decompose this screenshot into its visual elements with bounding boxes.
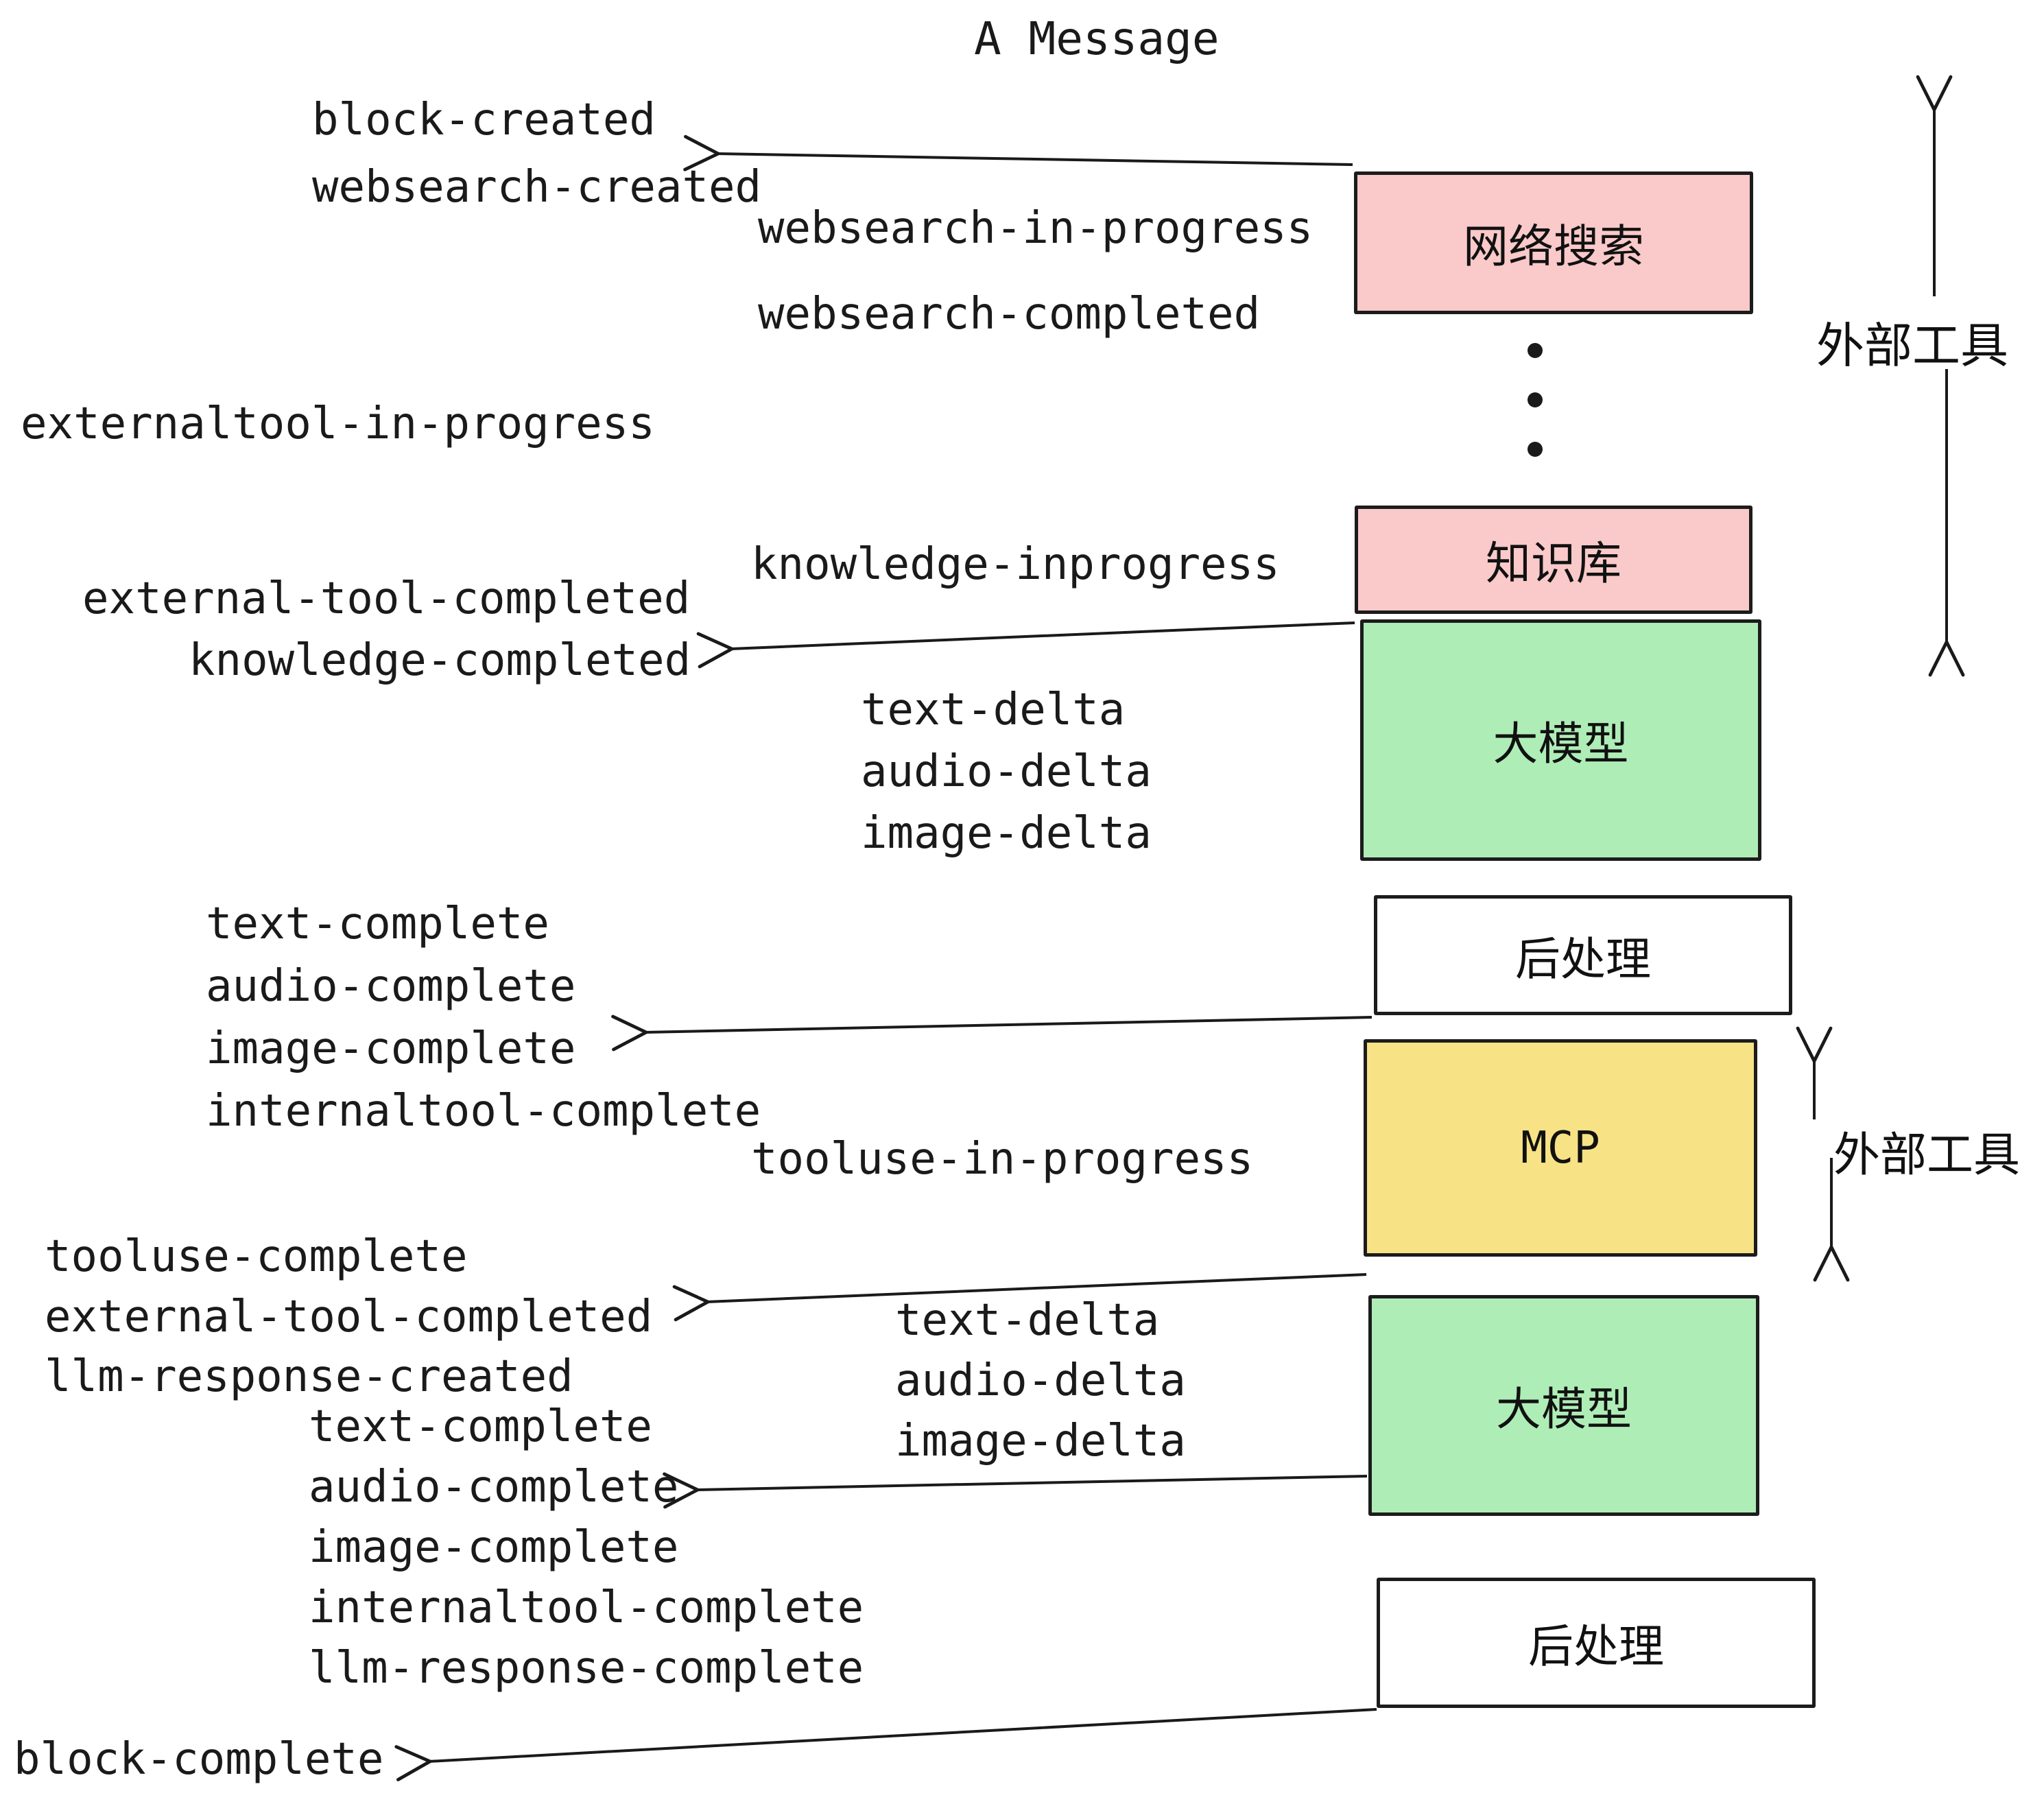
event-label-audio-delta-2: audio-delta (895, 1355, 1186, 1406)
event-label-text-complete-1: text-complete (206, 899, 549, 949)
event-label-audio-complete-2: audio-complete (309, 1462, 679, 1512)
event-label-llm-response-created: llm-response-created (45, 1351, 573, 1402)
box-postprocess-1: 后处理 (1374, 895, 1792, 1015)
event-label-audio-complete-1: audio-complete (206, 961, 576, 1012)
event-label-text-complete-2: text-complete (309, 1401, 652, 1452)
event-label-knowledge-completed: knowledge-completed (189, 635, 691, 686)
box-knowledge: 知识库 (1355, 506, 1752, 614)
event-label-externaltool-in-progress: externaltool-in-progress (21, 399, 655, 449)
event-label-external-tool-completed-1: external-tool-completed (82, 573, 691, 624)
event-label-external-tool-completed-2: external-tool-completed (45, 1292, 653, 1342)
event-label-block-complete: block-complete (14, 1734, 384, 1785)
event-label-audio-delta-1: audio-delta (861, 746, 1152, 797)
box-llm-1-label: 大模型 (1493, 717, 1629, 770)
box-llm-2-label: 大模型 (1496, 1383, 1632, 1436)
box-postprocess-2-label: 后处理 (1528, 1620, 1664, 1673)
event-label-tooluse-in-progress: tooluse-in-progress (751, 1134, 1254, 1185)
arrow-postprocess1-to-complete-list (611, 1014, 1372, 1052)
vertical-ellipsis-dot (1528, 442, 1543, 457)
arrow-postprocess2-to-block-complete (394, 1708, 1377, 1781)
external-tools-label-top: 外部工具 (1816, 318, 2008, 374)
diagram-title: A Message (974, 12, 1220, 65)
event-label-websearch-in-progress: websearch-in-progress (758, 203, 1314, 254)
arrow-knowledge-to-knowledge-completed (696, 621, 1355, 669)
event-label-websearch-completed: websearch-completed (758, 289, 1261, 340)
box-mcp-label: MCP (1521, 1122, 1600, 1174)
vertical-ellipsis-dot (1528, 343, 1543, 358)
event-label-internaltool-complete-1: internaltool-complete (206, 1086, 761, 1137)
arrow-llm2-to-complete-list (663, 1472, 1368, 1509)
box-llm-2: 大模型 (1368, 1295, 1759, 1516)
box-postprocess-1-label: 后处理 (1515, 932, 1651, 986)
box-mcp: MCP (1364, 1039, 1757, 1257)
box-knowledge-label: 知识库 (1486, 537, 1621, 590)
external-tools-label-bottom: 外部工具 (1833, 1128, 2021, 1183)
event-label-image-delta-1: image-delta (861, 808, 1152, 859)
event-label-block-created: block-created (312, 95, 656, 145)
box-postprocess-2: 后处理 (1377, 1578, 1816, 1708)
event-label-llm-response-complete: llm-response-complete (309, 1643, 864, 1694)
event-label-websearch-created: websearch-created (312, 162, 762, 213)
event-label-internaltool-complete-2: internaltool-complete (309, 1582, 864, 1633)
event-label-tooluse-complete: tooluse-complete (45, 1231, 468, 1282)
event-label-image-complete-1: image-complete (206, 1023, 576, 1074)
arrow-websearch-to-block-created (683, 134, 1353, 171)
event-label-text-delta-1: text-delta (861, 685, 1126, 735)
box-websearch: 网络搜索 (1354, 171, 1753, 314)
box-llm-1: 大模型 (1360, 619, 1761, 861)
event-label-image-complete-2: image-complete (309, 1522, 679, 1573)
event-label-image-delta-2: image-delta (895, 1416, 1186, 1467)
box-websearch-label: 网络搜索 (1463, 220, 1644, 273)
vertical-ellipsis-dot (1528, 392, 1543, 407)
event-label-text-delta-2: text-delta (895, 1295, 1160, 1346)
event-label-knowledge-inprogress: knowledge-inprogress (751, 539, 1280, 590)
